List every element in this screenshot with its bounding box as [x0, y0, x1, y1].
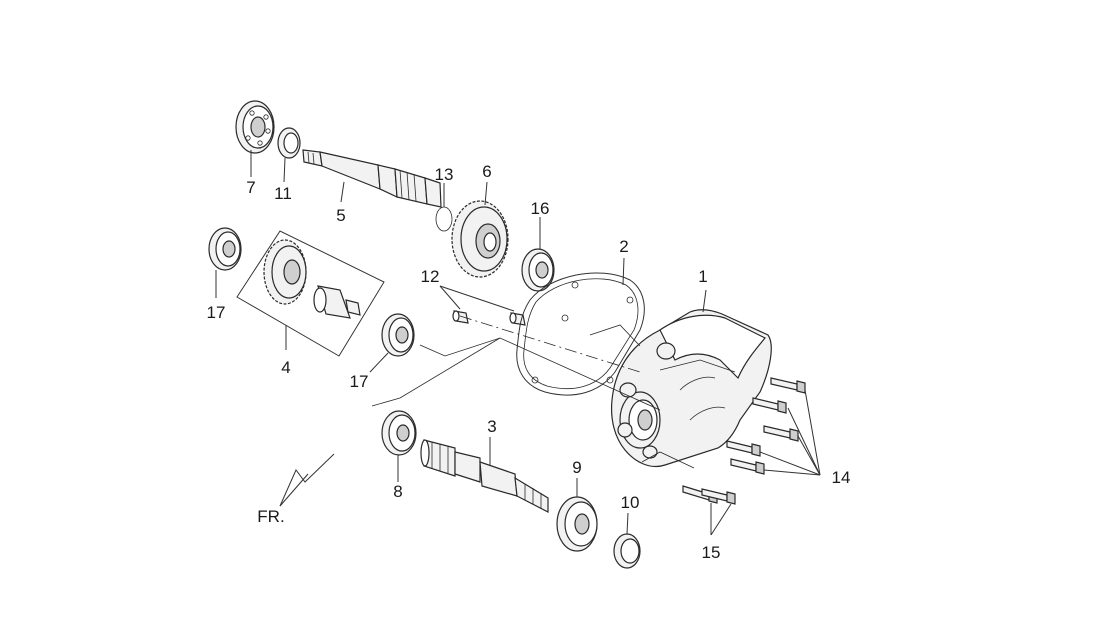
part-9-bearing — [556, 496, 598, 552]
part-8-bearing — [381, 410, 417, 456]
callout-12: 12 — [421, 267, 440, 286]
part-10-seal — [613, 533, 641, 569]
callout-3: 3 — [487, 417, 496, 436]
callout-5: 5 — [336, 206, 345, 225]
part-1-transmission-case — [610, 309, 772, 468]
part-12-dowel-pins — [452, 310, 526, 326]
front-direction-label: FR. — [257, 507, 284, 526]
part-7-bearing — [235, 100, 275, 154]
callout-16: 16 — [531, 199, 550, 218]
part-17-bearing-left — [208, 227, 242, 271]
callout-6: 6 — [482, 162, 491, 181]
callout-13: 13 — [435, 165, 454, 184]
callout-8: 8 — [393, 482, 402, 501]
callout-10: 10 — [621, 493, 640, 512]
callout-14: 14 — [832, 468, 851, 487]
part-13-circlip — [435, 206, 453, 232]
part-5-shaft — [302, 149, 442, 208]
front-direction-arrow-icon — [279, 453, 335, 507]
callout-11: 11 — [274, 184, 292, 203]
assembly-lines — [371, 315, 695, 469]
callout-17-center: 17 — [350, 372, 369, 391]
leader-lines — [215, 150, 821, 536]
part-17-bearing-center — [381, 313, 415, 357]
part-11-seal — [277, 127, 301, 159]
callout-15: 15 — [702, 543, 721, 562]
callout-2: 2 — [619, 237, 628, 256]
callout-17-left: 17 — [207, 303, 226, 322]
part-16-bearing — [521, 248, 555, 292]
part-2-gasket — [516, 272, 645, 396]
part-4-gear-assembly — [236, 230, 385, 357]
part-6-gear — [451, 200, 509, 278]
callout-9: 9 — [572, 458, 581, 477]
part-3-output-shaft — [420, 439, 549, 513]
part-15-bolts — [682, 485, 736, 505]
callout-7: 7 — [246, 178, 255, 197]
part-14-bolts — [726, 377, 806, 475]
callout-1: 1 — [698, 267, 707, 286]
callout-4: 4 — [281, 358, 290, 377]
